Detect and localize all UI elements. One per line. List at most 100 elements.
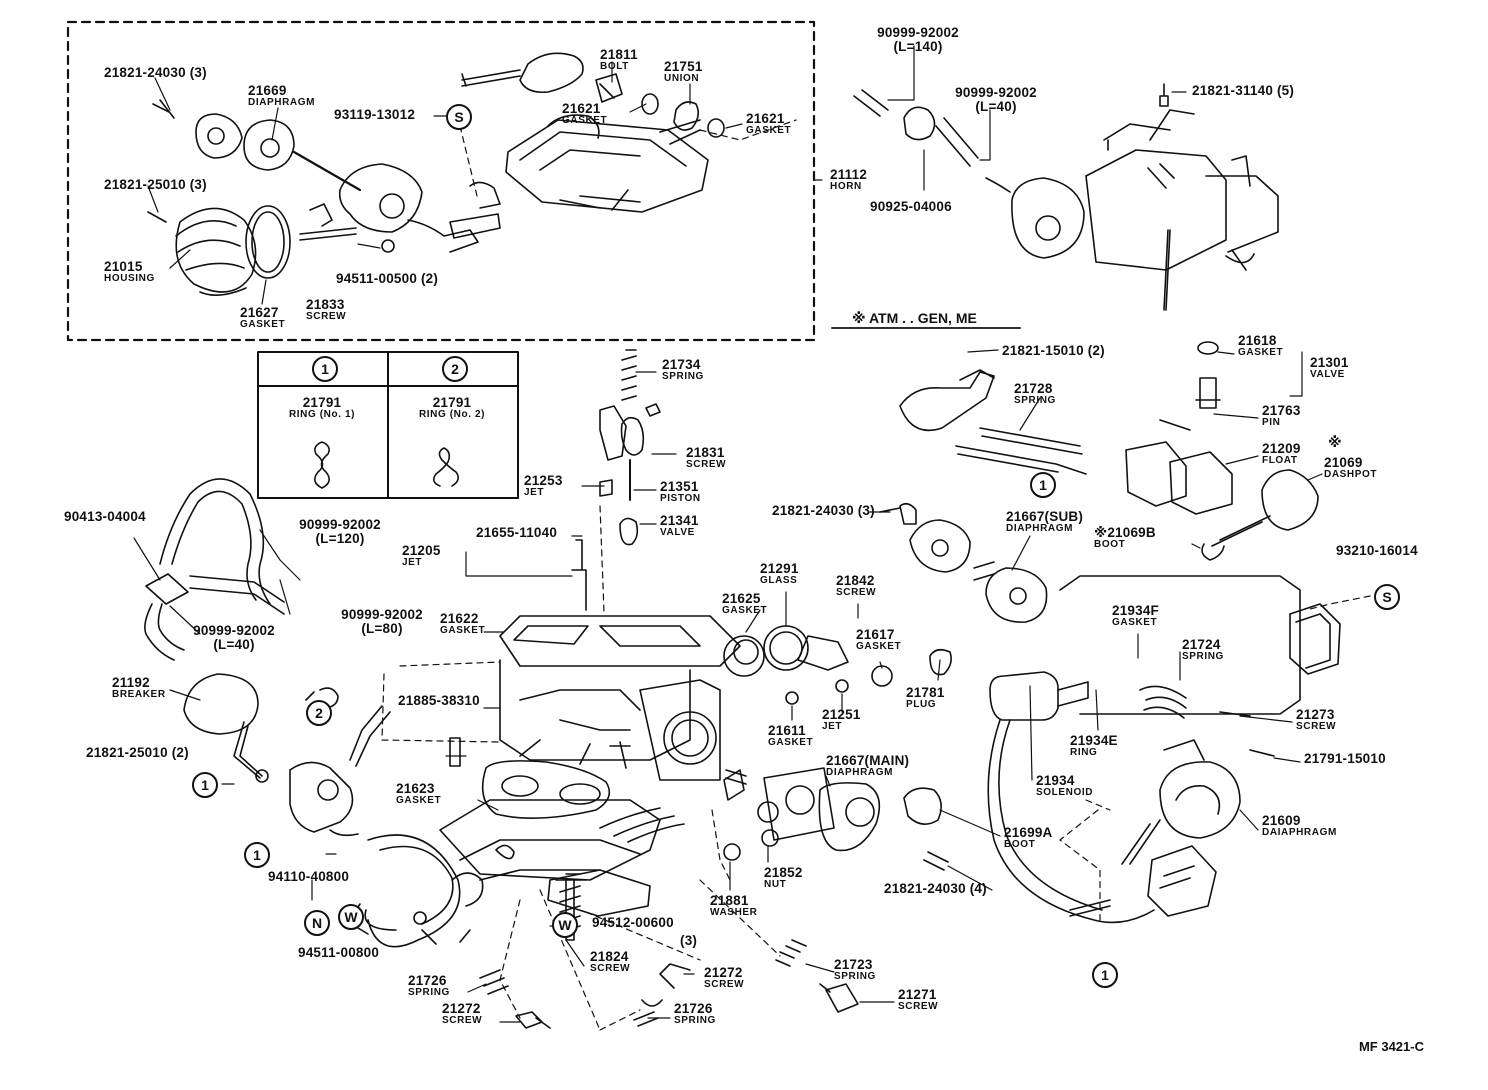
label-94110-40800: 94110-40800: [268, 869, 350, 884]
ring-box-marker-2: 2: [442, 356, 468, 382]
ring-reference-box: [258, 352, 518, 498]
figure-code: MF 3421-C: [1358, 1039, 1424, 1054]
label-94511-00500: 94511-00500 (2): [336, 271, 439, 286]
label-21667-sub: 21667(SUB)DIAPHRAGM: [1006, 509, 1084, 535]
marker-1-bottom-right: 1: [1092, 962, 1118, 988]
label-94511-00800: 94511-00800: [298, 945, 380, 960]
label-21821-24030-4: 21821-24030 (4): [884, 881, 987, 896]
label-93119-13012: 93119-13012: [334, 107, 416, 122]
label-93210-16014: 93210-16014: [1336, 543, 1418, 558]
label-90999-92002-l140: 90999-92002(L=140): [877, 25, 959, 55]
leader-lines: [134, 46, 1322, 1022]
ring-box-marker-1: 1: [312, 356, 338, 382]
top-right-body-art: [854, 84, 1278, 310]
horn-assembly-art: [148, 53, 724, 295]
dashed-alignment-lines: [382, 120, 1370, 1030]
label-21821-31140: 21821-31140 (5): [1192, 83, 1295, 98]
marker-1-spring-link: 1: [1030, 472, 1056, 498]
label-21821-25010-3: 21821-25010 (3): [104, 177, 207, 192]
label-21821-24030-3: 21821-24030 (3): [104, 65, 207, 80]
label-90999-92002-l40-left: 90999-92002(L=40): [193, 623, 275, 653]
right-side-art: [724, 342, 1340, 922]
marker-1-lever-bottom: 1: [244, 842, 270, 868]
marker-1-lever-left: 1: [192, 772, 218, 798]
label-90413-04004: 90413-04004: [64, 509, 146, 524]
marker-2-lever: 2: [306, 700, 332, 726]
label-21655-11040: 21655-11040: [476, 525, 558, 540]
dashpot-asterisk: ※: [1328, 434, 1342, 450]
label-94512-00600: 94512-00600: [592, 915, 674, 930]
horn-assembly-frame: [68, 22, 814, 340]
atm-note: ※ ATM . . GEN, ME: [852, 310, 977, 326]
marker-s-top: S: [446, 104, 472, 130]
label-21885-38310: 21885-38310: [398, 693, 480, 708]
marker-w-bottom: W: [552, 912, 578, 938]
ring-no1-shape: [315, 442, 329, 488]
marker-s-right: S: [1374, 584, 1400, 610]
label-21667-main: 21667(MAIN)DIAPHRAGM: [826, 753, 910, 779]
main-carb-body-art: [348, 616, 740, 947]
label-90999-92002-l120: 90999-92002(L=120): [299, 517, 381, 547]
marker-w-left: W: [338, 904, 364, 930]
label-21791-15010: 21791-15010: [1304, 751, 1386, 766]
marker-n: N: [304, 910, 330, 936]
label-21821-25010-2: 21821-25010 (2): [86, 745, 189, 760]
label-90999-92002-l80: 90999-92002(L=80): [341, 607, 423, 637]
label-21272-qty: (3): [680, 933, 698, 948]
breaker-and-hoses-art: [145, 479, 284, 782]
linkage-lever-art: [290, 688, 390, 835]
label-21821-24030-3-right: 21821-24030 (3): [772, 503, 875, 518]
small-parts-art: [450, 350, 916, 1028]
label-90925-04006: 90925-04006: [870, 199, 952, 214]
label-90999-92002-l40-top: 90999-92002(L=40): [955, 85, 1037, 115]
